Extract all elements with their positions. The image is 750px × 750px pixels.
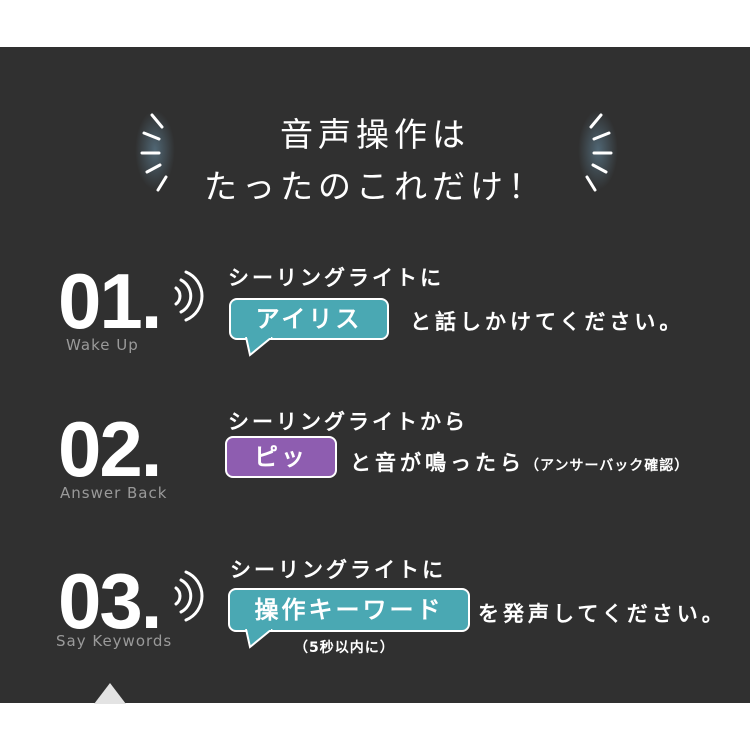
step-2-line2: と音が鳴ったら（アンサーバック確認） bbox=[350, 447, 689, 477]
step-3-line2: を発声してください。 bbox=[478, 602, 727, 626]
step-2-number: 02. bbox=[58, 405, 162, 493]
step-3-bubble: 操作キーワード bbox=[228, 588, 470, 632]
pointer-triangle bbox=[94, 683, 126, 704]
bubble-tail bbox=[245, 337, 273, 357]
sound-waves-icon bbox=[174, 570, 204, 622]
step-1-bubble: アイリス bbox=[229, 298, 389, 340]
step-3-note: （5秒以内に） bbox=[294, 640, 395, 656]
title-line-2: たったのこれだけ！ bbox=[204, 167, 546, 206]
step-1-line2: と話しかけてください。 bbox=[410, 310, 685, 334]
step-2-subtitle: Answer Back bbox=[60, 484, 168, 502]
step-3-number: 03. bbox=[58, 557, 162, 645]
step-2-bubble: ピッ bbox=[225, 436, 337, 478]
step-2-line2-text: と音が鳴ったら bbox=[350, 451, 525, 475]
bubble-tail bbox=[245, 629, 273, 649]
step-3-subtitle: Say Keywords bbox=[56, 632, 173, 650]
step-1-subtitle: Wake Up bbox=[66, 336, 139, 354]
step-1-line1: シーリングライトに bbox=[228, 266, 444, 290]
title-line-1: 音声操作は bbox=[280, 115, 470, 154]
step-1-number: 01. bbox=[58, 257, 162, 345]
step-3-line1: シーリングライトに bbox=[230, 558, 446, 582]
step-2-note: （アンサーバック確認） bbox=[525, 458, 690, 474]
sound-waves-icon bbox=[174, 270, 204, 322]
step-2-line1: シーリングライトから bbox=[228, 410, 468, 434]
sparkle-lines-right-icon bbox=[578, 100, 618, 200]
sparkle-lines-left-icon bbox=[135, 100, 175, 200]
